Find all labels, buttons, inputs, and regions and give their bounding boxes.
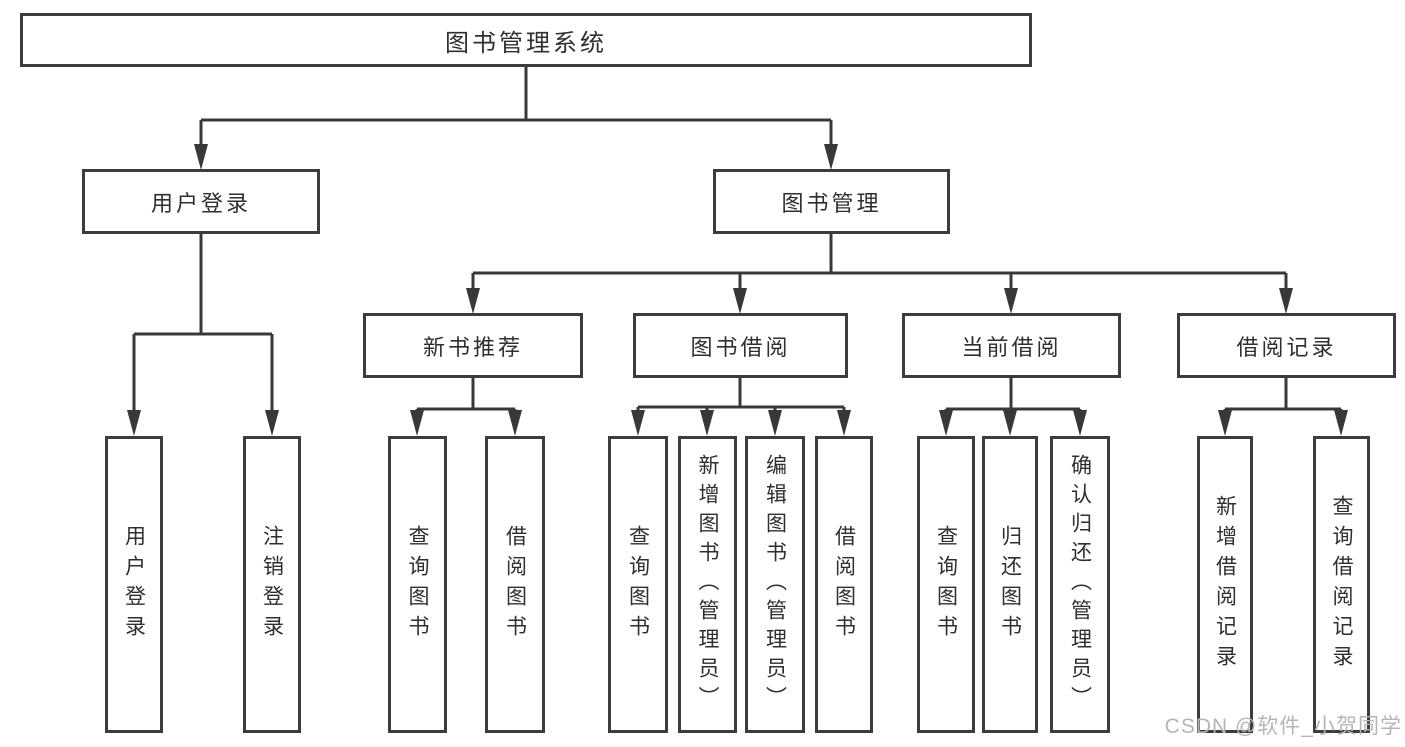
leaf-current-query-books: 查询图书 [917,436,975,733]
leaf-newbook-borrow-books: 借阅图书 [485,436,545,733]
leaf-newbook-query-books: 查询图书 [388,436,447,733]
node-new-book-recommend: 新书推荐 [363,313,583,378]
leaf-current-return-books: 归还图书 [982,436,1038,733]
leaf-borrow-query-books: 查询图书 [608,436,668,733]
node-book-borrowing: 图书借阅 [633,313,848,378]
arrowheads [127,144,1348,436]
leaf-record-add-borrow-record: 新增借阅记录 [1197,436,1253,733]
node-user-login: 用户登录 [82,169,320,234]
node-borrow-records: 借阅记录 [1177,313,1396,378]
watermark: CSDN @软件_小贺同学 [1164,715,1402,738]
leaf-record-query-borrow-record: 查询借阅记录 [1313,436,1370,733]
node-root-system: 图书管理系统 [20,13,1032,67]
leaf-borrow-edit-books-admin: 编辑图书（管理员） [745,436,805,733]
node-current-borrowing: 当前借阅 [902,313,1121,378]
leaf-borrow-add-books-admin: 新增图书（管理员） [678,436,737,733]
leaf-user-login: 用户登录 [105,436,163,733]
leaf-current-confirm-return-admin: 确认归还（管理员） [1050,436,1110,733]
node-book-management: 图书管理 [713,169,950,234]
leaf-borrow-borrow-books: 借阅图书 [815,436,873,733]
leaf-logout: 注销登录 [243,436,301,733]
